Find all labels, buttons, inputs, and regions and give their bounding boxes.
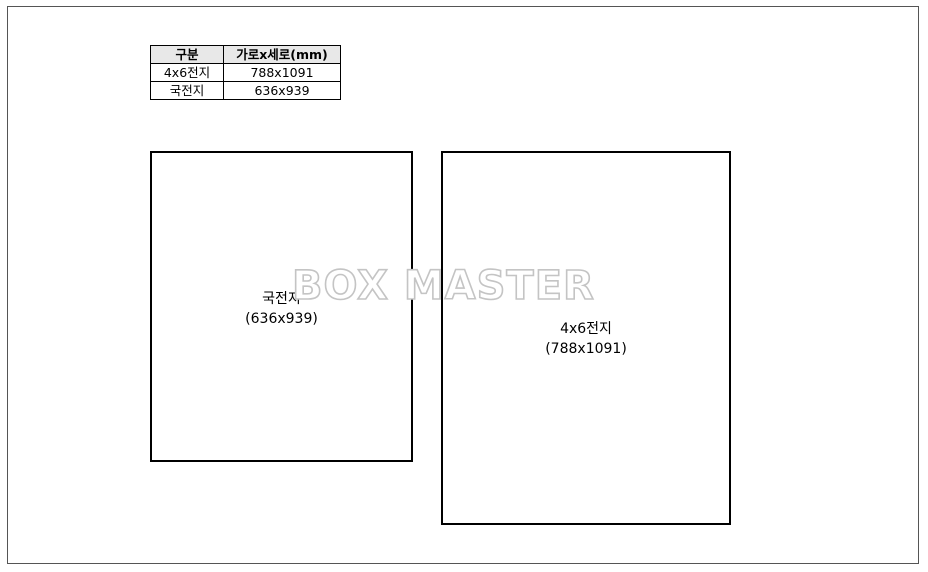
- table-cell-paper-name: 국전지: [150, 81, 224, 100]
- column-header-category: 구분: [150, 45, 224, 64]
- four-six-sheet-rectangle: 4x6전지 (788x1091): [441, 151, 731, 525]
- page-frame: [7, 6, 919, 564]
- column-header-dimensions: 가로x세로(mm): [223, 45, 341, 64]
- table-header-row: 구분 가로x세로(mm): [150, 45, 341, 64]
- guk-sheet-name: 국전지: [262, 291, 301, 307]
- guk-sheet-rectangle: 국전지 (636x939): [150, 151, 413, 462]
- paper-size-table: 구분 가로x세로(mm) 4x6전지 788x1091 국전지 636x939: [150, 45, 341, 100]
- table-cell-paper-size: 636x939: [223, 81, 341, 100]
- table-row: 4x6전지 788x1091: [150, 63, 341, 82]
- table-cell-paper-size: 788x1091: [223, 63, 341, 82]
- four-six-sheet-label: 4x6전지 (788x1091): [443, 319, 729, 359]
- four-six-sheet-size: (788x1091): [545, 341, 627, 357]
- guk-sheet-size: (636x939): [245, 311, 318, 327]
- table-row: 국전지 636x939: [150, 81, 341, 100]
- table-cell-paper-name: 4x6전지: [150, 63, 224, 82]
- four-six-sheet-name: 4x6전지: [560, 321, 612, 337]
- guk-sheet-label: 국전지 (636x939): [152, 289, 411, 329]
